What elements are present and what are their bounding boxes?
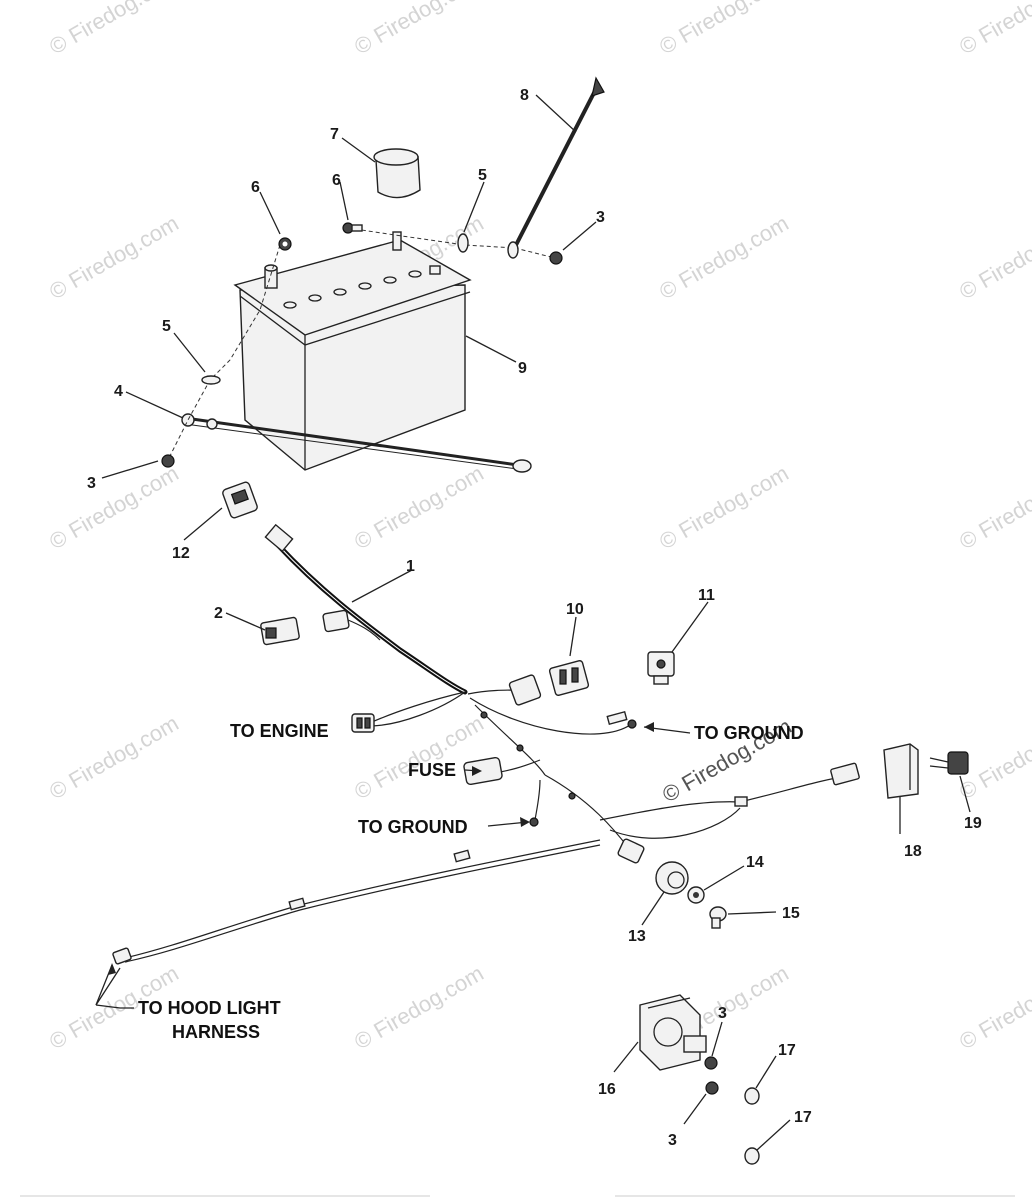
nut-14 (687, 886, 705, 904)
nut (549, 251, 563, 265)
switch-11 (647, 651, 675, 685)
watermark: © Firedog.com (955, 210, 1032, 304)
watermark: © Firedog.com (45, 710, 183, 804)
nut (161, 454, 175, 468)
assembly-line (167, 244, 281, 461)
callout-2: 2 (214, 605, 223, 622)
callout-3: 3 (668, 1132, 677, 1149)
label-to-ground: TO GROUND (358, 817, 468, 837)
callout-5: 5 (162, 318, 171, 335)
callout-13: 13 (628, 928, 646, 945)
callout-6: 6 (332, 172, 341, 189)
watermark: © Firedog.com (350, 0, 488, 59)
callout-1: 1 (406, 558, 415, 575)
watermark: © Firedog.com (350, 960, 488, 1054)
watermark: © Firedog.com (955, 460, 1032, 554)
key-switch-19 (929, 751, 969, 775)
callouts: 1 2 3 3 3 3 4 5 5 6 6 7 8 9 10 11 12 13 … (87, 87, 982, 1149)
callout-3: 3 (718, 1005, 727, 1022)
nut (705, 1081, 719, 1095)
battery (233, 231, 472, 471)
callout-11: 11 (698, 587, 715, 604)
watermark: © Firedog.com (655, 210, 793, 304)
label-harness: HARNESS (172, 1022, 260, 1042)
washer (201, 375, 221, 385)
callout-5: 5 (478, 167, 487, 184)
callout-9: 9 (518, 360, 527, 377)
connector-harness-branch (322, 609, 381, 641)
callout-7: 7 (330, 126, 339, 143)
cap-17 (744, 1147, 760, 1165)
nut (704, 1056, 718, 1070)
callout-18: 18 (904, 843, 922, 860)
hold-down-rod (181, 413, 532, 473)
callout-12: 12 (172, 545, 190, 562)
connector-12 (222, 481, 258, 519)
callout-8: 8 (520, 87, 529, 104)
callout-19: 19 (964, 815, 982, 832)
callout-17: 17 (778, 1042, 796, 1059)
bolt (342, 222, 363, 234)
callout-3: 3 (596, 209, 605, 226)
watermark: © Firedog.com (955, 0, 1032, 59)
watermark: © Firedog.com (350, 460, 488, 554)
watermark: © Firedog.com (45, 210, 183, 304)
bracket-18 (883, 743, 919, 799)
callout-6: 6 (251, 179, 260, 196)
leader-lines (95, 94, 971, 1151)
watermark: © Firedog.com (955, 960, 1032, 1054)
callout-10: 10 (566, 601, 584, 618)
watermark: © Firedog.com (655, 460, 793, 554)
callout-16: 16 (598, 1081, 616, 1098)
nut (278, 237, 292, 251)
callout-17: 17 (794, 1109, 812, 1126)
watermark: © Firedog.com (45, 0, 183, 59)
callout-3: 3 (87, 475, 96, 492)
relay-10 (548, 660, 590, 696)
cap-17 (744, 1087, 760, 1105)
main-harness (112, 523, 860, 965)
washer (457, 233, 469, 253)
knob-13 (655, 861, 689, 895)
battery-cable (507, 76, 605, 259)
label-fuse: FUSE (408, 760, 456, 780)
terminal-cap (373, 148, 421, 199)
solenoid-16 (639, 994, 707, 1071)
screw-15 (709, 906, 727, 929)
callout-14: 14 (746, 854, 764, 871)
label-hood-light: TO HOOD LIGHT (138, 998, 281, 1018)
callout-4: 4 (114, 383, 123, 400)
watermark-layer: © Firedog.com © Firedog.com © Firedog.co… (45, 0, 1032, 1054)
watermark: © Firedog.com (655, 0, 793, 59)
callout-15: 15 (782, 905, 800, 922)
labels: TO ENGINE TO GROUND FUSE TO GROUND TO HO… (138, 721, 804, 1042)
label-to-ground: TO GROUND (694, 723, 804, 743)
label-to-engine: TO ENGINE (230, 721, 329, 741)
assembly-line (347, 227, 556, 259)
switch-2 (260, 616, 300, 646)
